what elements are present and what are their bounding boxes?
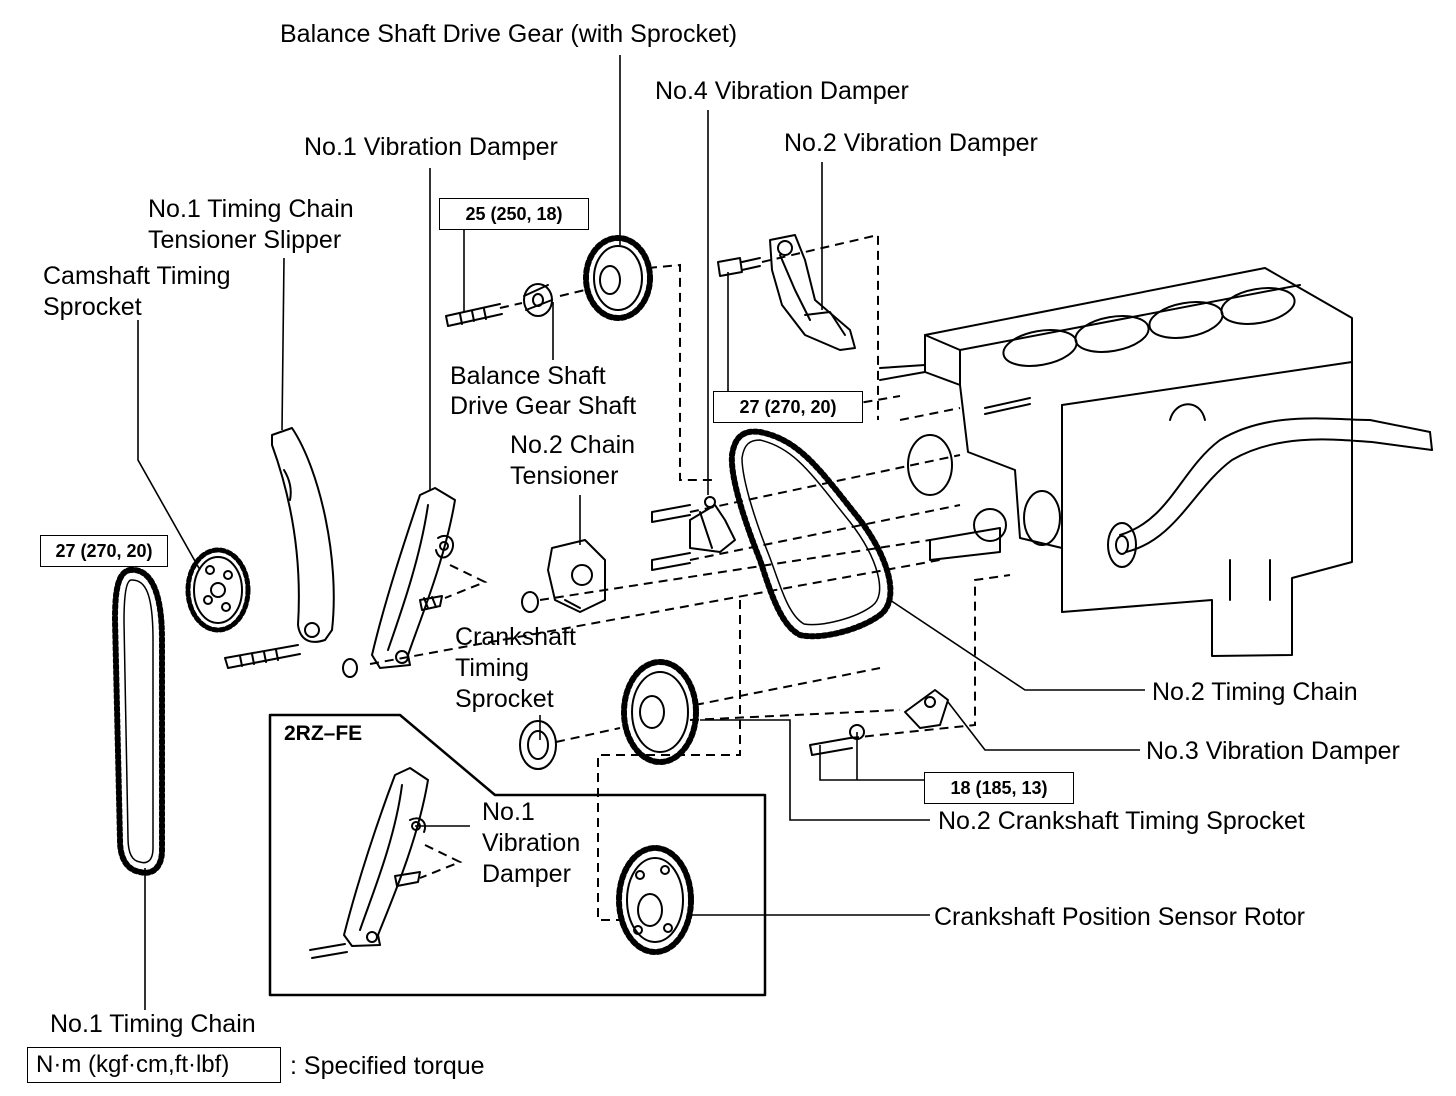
label-camshaft-sprocket-1: Camshaft Timing <box>43 262 231 290</box>
label-inset-damper-3: Damper <box>482 860 571 888</box>
tensioner-slipper <box>224 427 335 669</box>
label-crank-sprocket-3: Sprocket <box>455 685 554 713</box>
label-no2-timing-chain: No.2 Timing Chain <box>1152 678 1358 706</box>
legend-meaning: : Specified torque <box>290 1052 485 1080</box>
label-bs-gear-shaft-1: Balance Shaft <box>450 362 606 390</box>
label-no3-vibration-damper: No.3 Vibration Damper <box>1146 737 1400 765</box>
label-inset-damper-2: Vibration <box>482 829 581 857</box>
torque-camshaft-bolt: 27 (270, 20) <box>40 535 168 567</box>
engine-block <box>879 267 1433 657</box>
label-crank-sprocket-2: Timing <box>455 654 530 682</box>
label-tensioner-slipper-2: Tensioner Slipper <box>148 226 342 254</box>
label-camshaft-sprocket-2: Sprocket <box>43 293 142 321</box>
label-no1-timing-chain: No.1 Timing Chain <box>50 1010 256 1038</box>
label-no2-chain-tensioner-2: Tensioner <box>510 462 619 490</box>
camshaft-timing-sprocket <box>185 547 251 633</box>
label-balance-shaft-drive-gear: Balance Shaft Drive Gear (with Sprocket) <box>280 20 738 48</box>
no1-timing-chain <box>112 566 165 876</box>
label-no2-crank-sprocket: No.2 Crankshaft Timing Sprocket <box>938 807 1305 835</box>
label-inset-damper-1: No.1 <box>482 798 535 826</box>
label-no4-vibration-damper: No.4 Vibration Damper <box>655 77 909 105</box>
no1-vibration-damper <box>342 487 456 678</box>
inset-frame <box>268 713 767 997</box>
crankshaft-sprocket-parts <box>519 659 699 955</box>
variant-label: 2RZ–FE <box>284 722 363 745</box>
leader-lines <box>137 55 1145 1010</box>
label-no2-chain-tensioner-1: No.2 Chain <box>510 431 636 459</box>
legend-unit-box: N·m (kgf·cm,ft·lbf) <box>27 1047 281 1083</box>
no2-chain-tensioner <box>521 539 606 613</box>
label-no1-vibration-damper: No.1 Vibration Damper <box>304 133 558 161</box>
label-no2-vibration-damper: No.2 Vibration Damper <box>784 129 1038 157</box>
label-crank-sprocket-1: Crankshaft <box>455 623 576 651</box>
torque-no3-damper-bolts: 18 (185, 13) <box>924 772 1074 804</box>
torque-balance-shaft-bolt: 25 (250, 18) <box>439 198 589 230</box>
no2-vibration-damper <box>717 234 856 351</box>
label-bs-gear-shaft-2: Drive Gear Shaft <box>450 392 637 420</box>
no3-vibration-damper <box>809 689 949 756</box>
torque-no2-damper-bolt: 27 (270, 20) <box>713 391 863 423</box>
no2-timing-chain <box>728 428 894 640</box>
label-tensioner-slipper-1: No.1 Timing Chain <box>148 195 354 223</box>
assembly-lines <box>369 233 1011 921</box>
label-crank-position-rotor: Crankshaft Position Sensor Rotor <box>934 903 1306 931</box>
balance-shaft-gear-assy <box>445 235 653 327</box>
